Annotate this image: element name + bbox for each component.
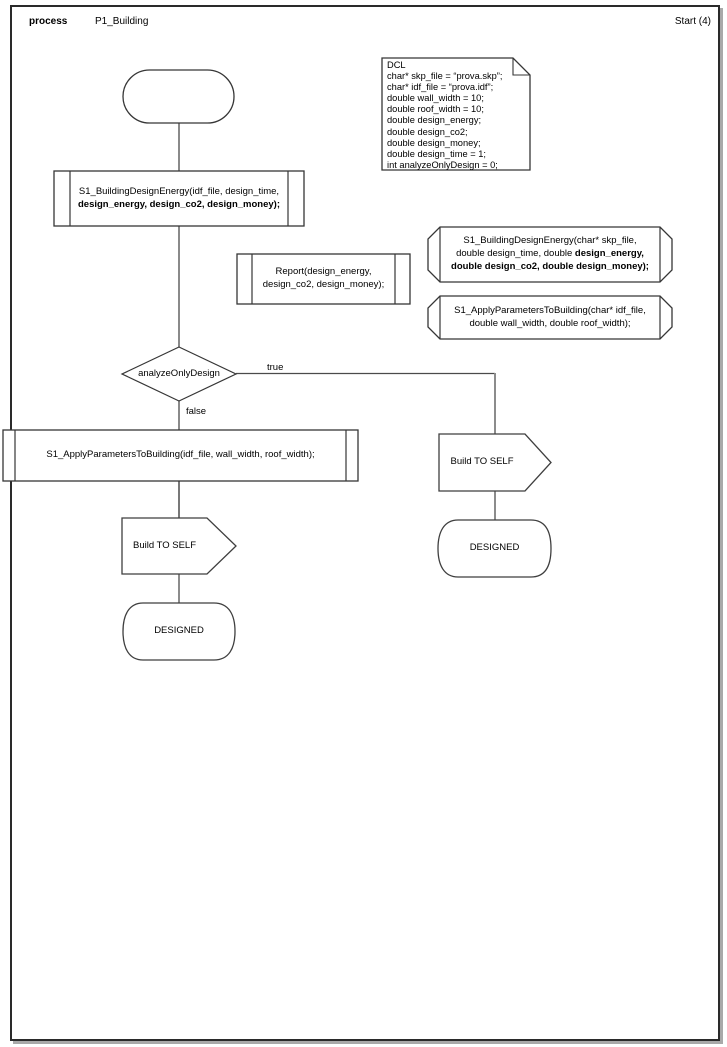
procedure-declaration-design-energy-label[interactable]: S1_BuildingDesignEnergy(char* skp_file, … [428, 227, 672, 282]
decl1-line2-bold: design_energy, [574, 248, 644, 260]
dcl-declarations-text[interactable]: DCL char* skp_file = “prova.skp”; char* … [387, 60, 527, 171]
procedure-call-apply-params-label[interactable]: S1_ApplyParametersToBuilding(idf_file, w… [46, 449, 315, 461]
header-kind-label: process [29, 16, 68, 27]
dcl-line: double design_energy; [387, 115, 482, 126]
dcl-line: double design_time = 1; [387, 148, 486, 159]
dcl-line: int analyzeOnlyDesign = 0; [387, 159, 498, 170]
decision-diamond-shape[interactable] [120, 346, 238, 402]
output-signal-right-shape[interactable] [438, 433, 552, 492]
state-left-label[interactable]: DESIGNED [154, 625, 204, 637]
procedure-call-apply-params-shape[interactable] [2, 429, 359, 482]
decl1-line1: S1_BuildingDesignEnergy(char* skp_file, [463, 235, 637, 247]
decl1-line3: double design_co2, double design_money); [451, 260, 649, 272]
procedure-declaration-apply-params-shape[interactable] [427, 295, 673, 340]
dcl-line: double design_money; [387, 137, 481, 148]
report-line2: design_co2, design_money); [262, 279, 385, 290]
report-line1: Report(design_energy, [275, 266, 372, 278]
branch-false-label: false [186, 406, 207, 417]
output-signal-left-label[interactable]: Build TO SELF [132, 539, 196, 551]
state-right-label[interactable]: DESIGNED [469, 542, 520, 554]
dcl-line: char* skp_file = “prova.skp”; [387, 71, 503, 82]
call1-line1: S1_BuildingDesignEnergy(idf_file, design… [78, 185, 280, 197]
output-signal-left-shape[interactable] [121, 517, 237, 575]
output-signal-right-label[interactable]: Build TO SELF [450, 456, 514, 468]
dcl-line: double wall_width = 10; [387, 93, 484, 104]
state-left-shape[interactable] [122, 602, 236, 661]
procedure-call-report-label[interactable]: Report(design_energy, design_co2, design… [237, 254, 410, 304]
procedure-declaration-apply-params-label[interactable]: S1_ApplyParametersToBuilding(char* idf_f… [428, 296, 672, 339]
procedure-call-report-shape[interactable] [236, 253, 411, 305]
decl2-line2: double wall_width, double roof_width); [469, 317, 631, 329]
start-terminator-shape[interactable] [122, 69, 235, 124]
header-process-name: P1_Building [95, 16, 149, 27]
header-page-label: Start (4) [674, 16, 711, 27]
call1-line2: design_energy, design_co2, design_money)… [77, 198, 281, 210]
dcl-line: double roof_width = 10; [387, 104, 484, 115]
procedure-declaration-design-energy-shape[interactable] [427, 226, 673, 283]
branch-true-label: true [267, 362, 284, 373]
state-right-shape[interactable] [437, 519, 552, 578]
decl1-line2-regular: double design_time, double [456, 248, 575, 260]
dcl-line: double design_co2; [387, 126, 468, 137]
dcl-line: char* idf_file = “prova.idf”; [387, 82, 494, 93]
dcl-text-symbol-shape[interactable] [381, 57, 531, 171]
decl2-line1: S1_ApplyParametersToBuilding(char* idf_f… [454, 304, 646, 316]
dcl-line: DCL [387, 60, 406, 70]
decision-label[interactable]: analyzeOnlyDesign [138, 367, 220, 379]
procedure-call-design-energy-label[interactable]: S1_BuildingDesignEnergy(idf_file, design… [54, 171, 304, 226]
procedure-call-design-energy-shape[interactable] [53, 170, 305, 227]
page-border-frame [10, 5, 720, 1041]
decl1-line2: double design_time, double design_energy… [428, 248, 672, 261]
